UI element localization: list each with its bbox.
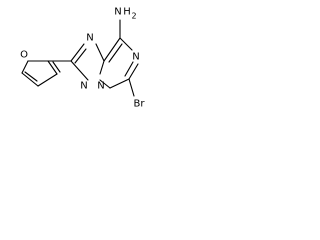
furan-bond-de-inner xyxy=(24,71,38,82)
pyrazine-bond-3 xyxy=(128,63,139,80)
amine-h-count-label: 2 xyxy=(131,12,136,21)
pyrazine-bond-1 xyxy=(103,37,121,62)
triazole-bond-4 xyxy=(70,60,89,81)
triazole-n-bottom-left-label: N xyxy=(80,81,87,92)
triazole-bond-2 xyxy=(95,43,105,62)
triazole-bond-1-inner xyxy=(74,48,87,64)
furan-o-label: O xyxy=(20,50,28,61)
pyrazine-bond-4 xyxy=(109,78,130,89)
molecule-diagram: N H 2 O N N N N Br xyxy=(20,7,145,110)
pyrazine-bond-2 xyxy=(119,37,133,51)
atom-labels: N H 2 O N N N N Br xyxy=(20,7,145,110)
pyrazine-bond-1-inner xyxy=(108,43,123,63)
bromine-bond xyxy=(128,78,135,97)
triazole-bond-3 xyxy=(99,60,105,75)
furan-bond-cd xyxy=(37,73,58,87)
triazole-n-top-label: N xyxy=(86,33,93,44)
furan-bond-de xyxy=(21,72,39,87)
triazole-bond-1 xyxy=(70,43,85,62)
bond-lines xyxy=(21,19,139,97)
pyrazine-bond-5 xyxy=(99,79,111,89)
furan-bond-eo xyxy=(21,60,29,74)
furan-bond-bc-inner xyxy=(52,61,61,73)
amine-n-label: N xyxy=(114,7,121,18)
furan-bond-bc xyxy=(47,60,58,75)
triazole-n-bottom-right-label: N xyxy=(97,81,104,92)
pyrazine-n-right-label: N xyxy=(132,52,139,63)
pyrazine-bond-3-inner xyxy=(124,61,134,77)
amine-h-label: H xyxy=(123,7,131,18)
bromine-label: Br xyxy=(134,99,146,110)
